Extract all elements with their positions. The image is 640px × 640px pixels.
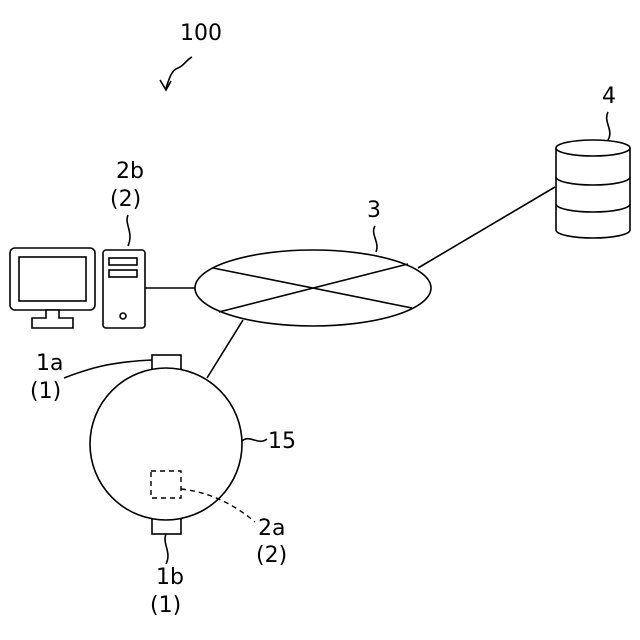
leader-1b bbox=[165, 534, 168, 564]
vessel-circle bbox=[90, 368, 242, 520]
label-15: 15 bbox=[268, 429, 296, 454]
link-network-database bbox=[418, 187, 555, 268]
leader-2b bbox=[127, 215, 130, 246]
leader-3 bbox=[374, 226, 377, 252]
leader-15 bbox=[242, 439, 267, 442]
leader-4 bbox=[607, 112, 610, 140]
label-1b: 1b bbox=[156, 565, 184, 590]
reference-arrowhead-100 bbox=[160, 80, 171, 90]
label-1a: 1a bbox=[36, 351, 63, 376]
label-1b-sub: (1) bbox=[150, 593, 181, 618]
vessel bbox=[90, 355, 242, 534]
label-4: 4 bbox=[602, 84, 616, 109]
label-3: 3 bbox=[367, 198, 381, 223]
network bbox=[195, 250, 431, 326]
label-2a: 2a bbox=[258, 516, 285, 541]
database-icon bbox=[556, 140, 630, 238]
label-1a-sub: (1) bbox=[30, 379, 61, 404]
label-100: 100 bbox=[180, 21, 222, 46]
label-2a-sub: (2) bbox=[256, 543, 287, 568]
label-2b-sub: (2) bbox=[110, 187, 141, 212]
link-network-vessel bbox=[207, 320, 243, 378]
label-2b: 2b bbox=[116, 159, 144, 184]
computer-icon bbox=[10, 248, 145, 328]
